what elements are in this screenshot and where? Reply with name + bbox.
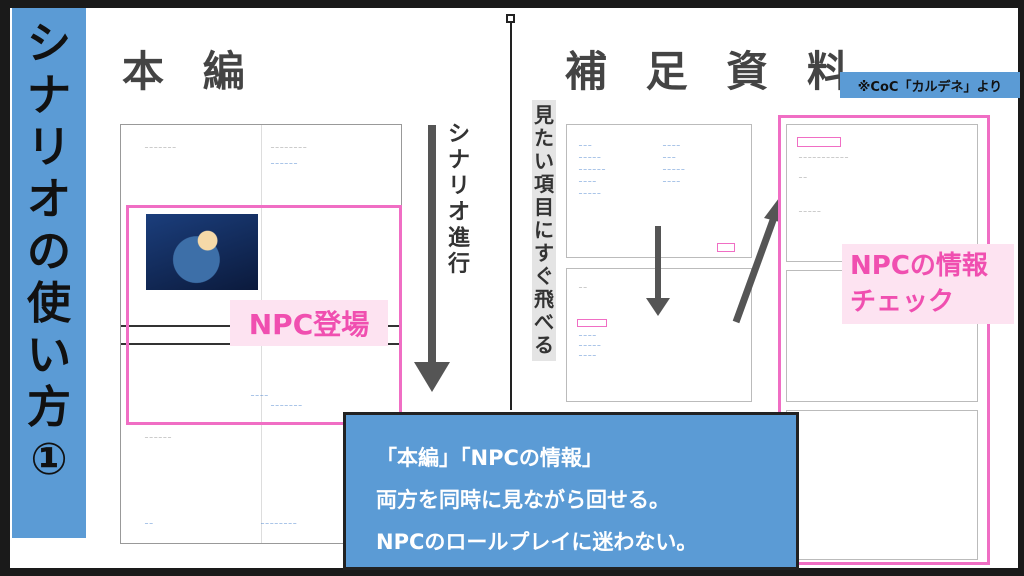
vertical-title-char: い: [27, 330, 71, 381]
jump-char: 見: [534, 103, 554, 127]
npc-info-check-line-2: チェック: [850, 287, 955, 317]
placeholder-text: ─ ─ ─ ─ ─: [799, 209, 821, 215]
vertical-title-char: リ: [27, 122, 71, 173]
jump-char: る: [534, 333, 554, 357]
vertical-title-char: シ: [27, 18, 71, 69]
scenario-progress-char: 行: [448, 252, 471, 277]
placeholder-link: ─ ─ ─ ─ ─: [663, 167, 685, 173]
npc-info-check-line-1: NPCの情報: [850, 251, 988, 281]
callout-line-3: NPCのロールプレイに迷わない。: [376, 530, 698, 554]
jump-char: い: [534, 149, 554, 173]
npc-appears-tag: NPC登場: [230, 300, 388, 346]
scenario-progress-char: シ: [448, 122, 471, 147]
placeholder-link: ─ ─ ─ ─ ─: [579, 155, 601, 161]
vertical-title-char: の: [27, 226, 71, 277]
placeholder-link: ─ ─ ─ ─ ─ ─ ─: [271, 403, 302, 409]
placeholder-link: ─ ─ ─ ─: [663, 143, 680, 149]
scenario-progress-label: シナリオ進行: [448, 122, 470, 278]
placeholder-text: ─ ─ ─ ─ ─ ─ ─ ─: [271, 145, 307, 151]
scenario-progress-char: リ: [448, 174, 471, 199]
npc-page: ─ ─ ─ ─ ─ ─ ─ ─ ─ ─ ─ ─ ─ ─ ─: [566, 268, 752, 402]
placeholder-link: ─ ─ ─ ─ ─: [579, 343, 601, 349]
summary-callout: 「本編」「NPCの情報」 両方を同時に見ながら回せる。 NPCのロールプレイに迷…: [343, 412, 799, 570]
vertical-title-char: ナ: [27, 70, 71, 121]
placeholder-link: ─ ─ ─ ─ ─ ─: [579, 167, 606, 173]
divider-handle: [506, 14, 515, 23]
callout-line-2: 両方を同時に見ながら回せる。: [376, 488, 670, 512]
placeholder-link: ─ ─ ─ ─: [663, 179, 680, 185]
npc-highlight-frame: [126, 205, 402, 425]
jump-char: ぐ: [534, 264, 554, 288]
placeholder-link: ─ ─ ─ ─ ─ ─: [271, 161, 298, 167]
jump-char: に: [534, 218, 554, 242]
npc-name-highlight: [797, 137, 841, 147]
progress-arrow-head: [414, 362, 450, 392]
placeholder-text: ─ ─ ─ ─ ─ ─: [145, 435, 172, 441]
placeholder-text: ─ ─: [579, 285, 587, 291]
placeholder-text: ─ ─ ─ ─ ─ ─ ─: [145, 145, 176, 151]
vertical-title-char: 使: [27, 278, 71, 329]
placeholder-link: ─ ─ ─: [663, 155, 676, 161]
placeholder-link: ─ ─ ─ ─: [579, 179, 596, 185]
placeholder-link: ─ ─ ─: [579, 143, 592, 149]
jump-label: 見たい項目にすぐ飛べる: [532, 100, 556, 361]
placeholder-link: ─ ─ ─ ─: [579, 353, 596, 359]
npc-highlight: [577, 319, 607, 327]
placeholder-link: ─ ─ ─ ─: [251, 393, 268, 399]
placeholder-text: ─ ─ ─ ─ ─ ─ ─ ─ ─ ─ ─: [799, 155, 849, 161]
npc-info-page-1: ─ ─ ─ ─ ─ ─ ─ ─ ─ ─ ─ ─ ─ ─ ─ ─ ─ ─: [786, 124, 978, 262]
jump-char: 飛: [534, 287, 554, 311]
jump-char: た: [534, 126, 554, 150]
jump-char: 目: [534, 195, 554, 219]
supplement-heading: 補 足 資 料: [565, 47, 861, 96]
placeholder-link: ─ ─ ─ ─: [579, 333, 596, 339]
main-story-heading: 本 編: [122, 47, 257, 96]
callout-line-1: 「本編」「NPCの情報」: [376, 446, 603, 470]
jump-arrow-shaft: [655, 226, 661, 302]
section-divider: [510, 20, 512, 410]
jump-char: 項: [534, 172, 554, 196]
npc-info-check-tag: NPCの情報 チェック: [842, 244, 1014, 324]
placeholder-link: ─ ─: [145, 521, 153, 527]
source-note: ※CoC「カルデネ」より: [840, 72, 1020, 98]
scenario-progress-char: ナ: [448, 148, 471, 173]
npc-info-page-3: [786, 410, 978, 560]
scenario-progress-char: オ: [448, 200, 471, 225]
vertical-title-char: 方: [27, 382, 71, 433]
placeholder-link: ─ ─ ─ ─ ─: [579, 191, 601, 197]
placeholder-link: ─ ─ ─ ─ ─ ─ ─ ─: [261, 521, 297, 527]
scenario-progress-char: 進: [448, 226, 471, 251]
jump-char: べ: [534, 310, 554, 334]
toc-highlight: [717, 243, 735, 252]
jump-arrow-head: [646, 298, 670, 316]
progress-arrow-shaft: [428, 125, 436, 365]
npc-portrait-image: [146, 214, 258, 290]
toc-page: ─ ─ ─ ─ ─ ─ ─ ─ ─ ─ ─ ─ ─ ─ ─ ─ ─ ─ ─ ─ …: [566, 124, 752, 258]
vertical-title-char: ①: [30, 434, 68, 485]
jump-char: す: [534, 241, 554, 265]
vertical-title-char: オ: [27, 174, 71, 225]
placeholder-text: ─ ─: [799, 175, 807, 181]
